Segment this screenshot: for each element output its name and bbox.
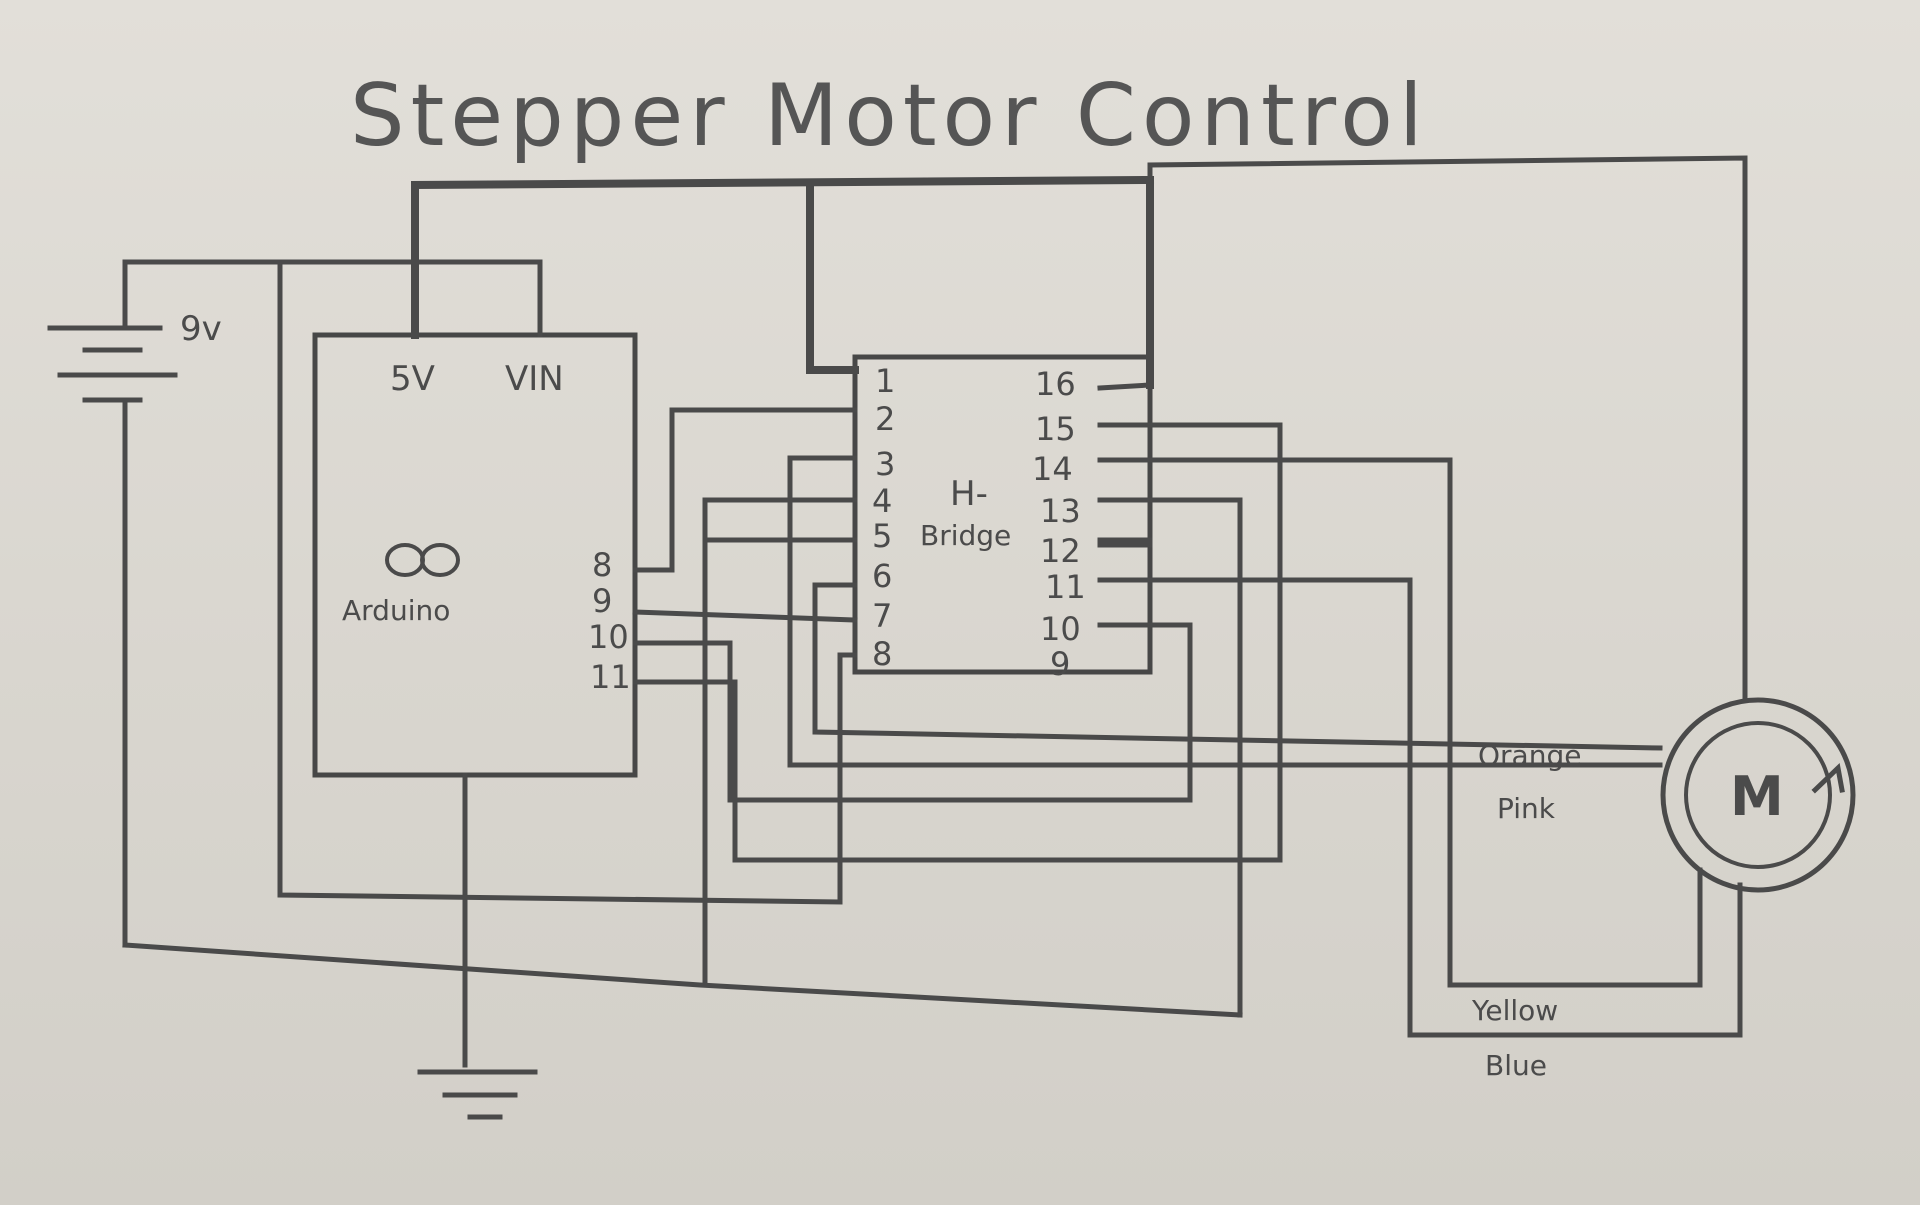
- ground-icon: [417, 772, 538, 1120]
- wire-label-pink: Pink: [1497, 792, 1556, 825]
- hbridge-pin-9: 9: [1050, 645, 1070, 683]
- hbridge-pin-6: 6: [872, 557, 892, 595]
- hbridge-right-pins: 16 15 14 13 12 11 10 9: [1032, 365, 1086, 683]
- hbridge-pin-10: 10: [1040, 610, 1081, 648]
- arduino-pin-8: 8: [592, 546, 612, 584]
- hbridge-pin-11: 11: [1045, 568, 1086, 606]
- hbridge-pin-7: 7: [872, 597, 892, 635]
- arduino-logo-icon: [385, 543, 460, 577]
- battery-label: 9v: [180, 309, 222, 349]
- hbridge-pin-4: 4: [872, 482, 892, 520]
- hbridge-left-pins: 1 2 3 4 5 6 7 8: [872, 362, 895, 673]
- hbridge-pin-5: 5: [872, 517, 892, 555]
- hbridge-pin-3: 3: [875, 445, 895, 483]
- hbridge-pin-14: 14: [1032, 450, 1073, 488]
- hbridge-pin-8: 8: [872, 635, 892, 673]
- arduino-pin-11: 11: [590, 658, 631, 696]
- hbridge-pin-2: 2: [875, 400, 895, 438]
- hbridge-pin-16: 16: [1035, 365, 1076, 403]
- hbridge-chip: [852, 354, 1153, 675]
- hbridge-pin-12: 12: [1040, 532, 1081, 570]
- hbridge-pin-1: 1: [875, 362, 895, 400]
- arduino-board: [312, 332, 638, 778]
- hbridge-label-line2: Bridge: [920, 519, 1011, 552]
- wiring: [122, 155, 1748, 1038]
- hbridge-pin-15: 15: [1035, 410, 1076, 448]
- battery-symbol: [47, 259, 178, 948]
- diagram-title: Stepper Motor Control: [350, 66, 1429, 166]
- hbridge-label-line1: H-: [950, 474, 988, 514]
- motor-symbol: [1660, 697, 1856, 893]
- motor-label: M: [1730, 765, 1784, 828]
- arduino-pin-10: 10: [588, 618, 629, 656]
- hbridge-pin-13: 13: [1040, 492, 1081, 530]
- arduino-pin-vin: VIN: [505, 359, 564, 399]
- arduino-pin-9: 9: [592, 582, 612, 620]
- arduino-pin-5v: 5V: [390, 359, 435, 399]
- wire-label-yellow: Yellow: [1471, 994, 1558, 1027]
- arduino-label: Arduino: [342, 594, 450, 627]
- wire-label-blue: Blue: [1485, 1049, 1547, 1082]
